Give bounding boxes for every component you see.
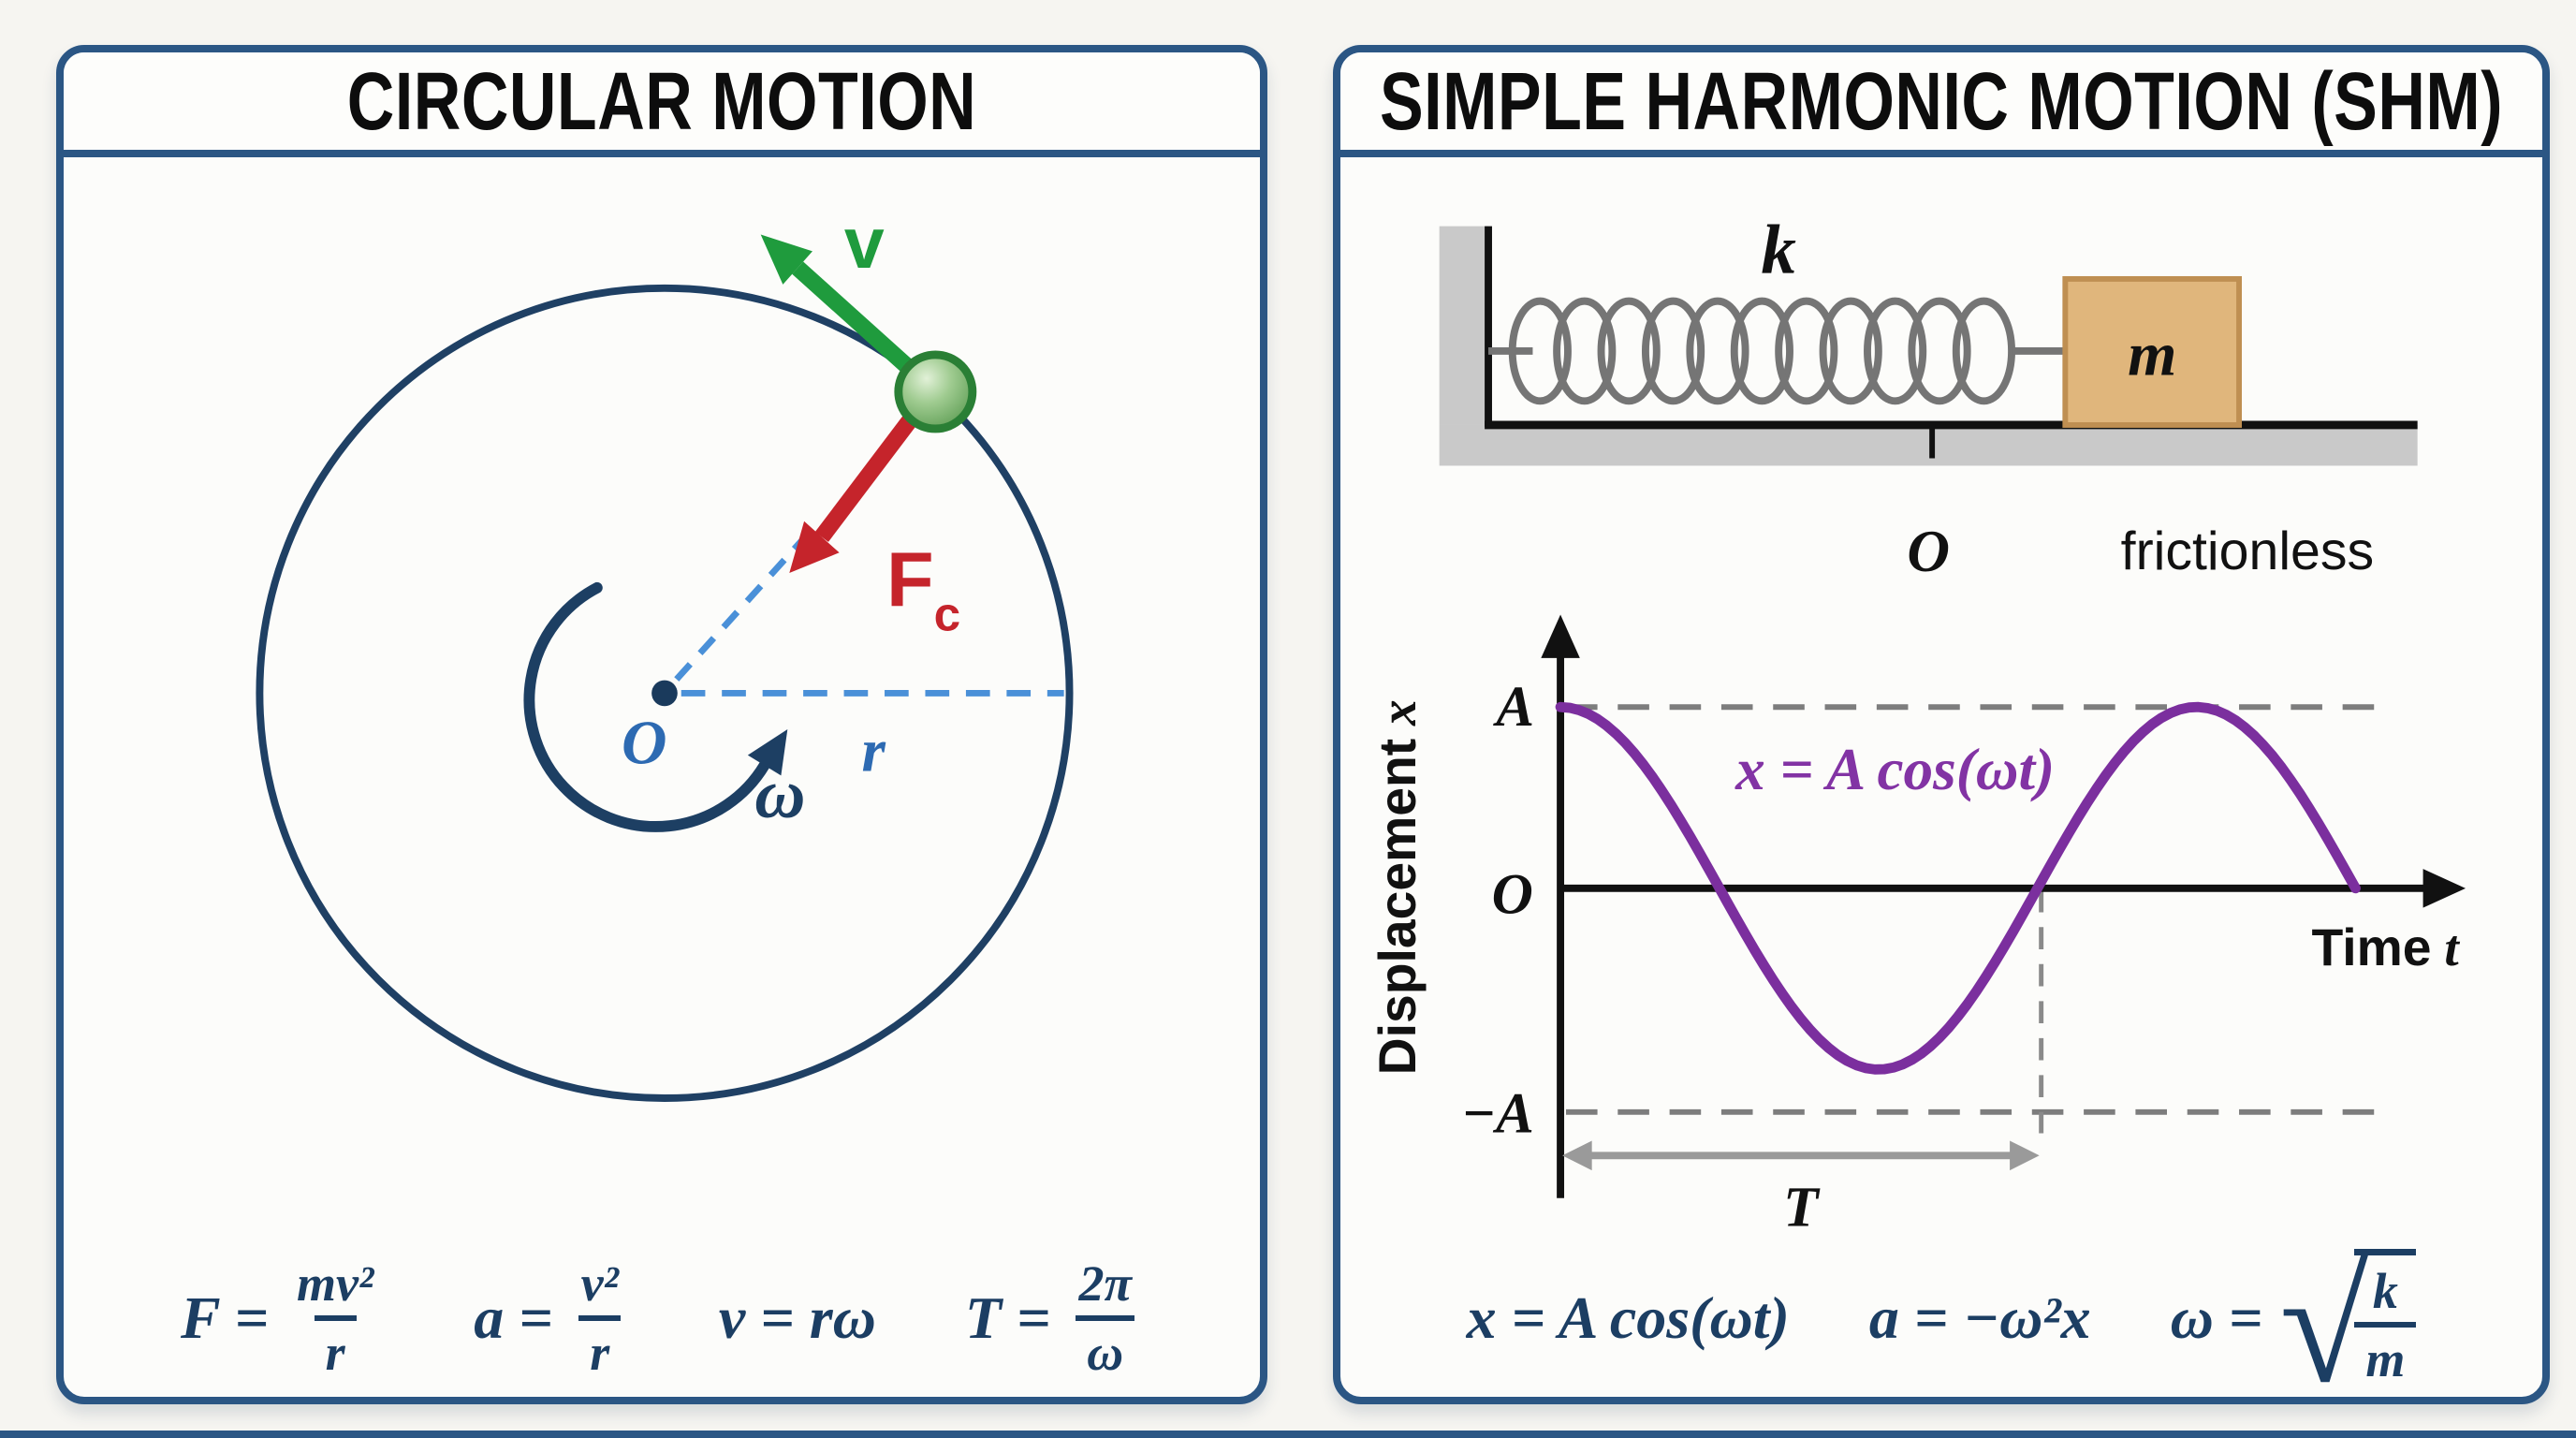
period-label: T — [1783, 1175, 1821, 1239]
velocity-label: v — [844, 203, 885, 284]
centripetal-force-arrow-shaft — [814, 414, 917, 542]
formula-omega-numerator: k — [2372, 1263, 2398, 1320]
shm-formulas: x = A cos(ωt) a = −ω²x ω = √ k m — [1340, 1234, 2542, 1408]
formula-omega-denominator: m — [2354, 1321, 2417, 1387]
formula-t-lhs: T = — [964, 1284, 1051, 1351]
centripetal-force-arrowhead-icon — [789, 521, 840, 574]
formula-a-fraction: v² r — [570, 1255, 630, 1382]
spring-loop — [1553, 297, 1617, 405]
circular-motion-panel: CIRCULAR MOTION v Fc ω — [56, 45, 1267, 1404]
shm-title: SIMPLE HARMONIC MOTION (SHM) — [1379, 55, 2504, 147]
shm-header: SIMPLE HARMONIC MOTION (SHM) — [1340, 52, 2542, 157]
formula-a-numerator: v² — [580, 1255, 619, 1312]
y-axis-label-text: Displacement — [1368, 739, 1427, 1076]
bottom-accent-strip — [0, 1431, 2576, 1438]
curve-equation-label: x = A cos(ωt) — [1734, 737, 2055, 802]
formula-f-numerator: mv² — [297, 1255, 374, 1312]
spring-loop — [1686, 297, 1749, 405]
center-dot — [651, 680, 678, 707]
mass-block — [2062, 275, 2242, 428]
formula-x-text: x = A cos(ωt) — [1466, 1284, 1790, 1351]
formula-omega-fraction: k m — [2354, 1249, 2417, 1387]
velocity-arrowhead-icon — [760, 234, 812, 285]
formula-v-text: v = rω — [718, 1284, 876, 1351]
force-label-main: F — [886, 536, 934, 624]
spring-loop — [1775, 297, 1838, 405]
formula-displacement: x = A cos(ωt) — [1467, 1284, 1790, 1353]
omega-label: ω — [754, 756, 805, 833]
formula-omega-sqrt: √ k m — [2279, 1244, 2417, 1408]
formula-period: T = 2π ω — [965, 1255, 1143, 1382]
spring-loop — [1864, 297, 1927, 405]
formula-a-lhs: a = — [474, 1284, 553, 1351]
x-axis-label-var: t — [2444, 919, 2460, 976]
graph-origin-label: O — [1492, 862, 1533, 926]
circular-motion-title: CIRCULAR MOTION — [346, 55, 977, 147]
amplitude-neg-label: −A — [1461, 1082, 1534, 1146]
period-arrow-left-icon — [1562, 1140, 1592, 1171]
x-axis-arrowhead-icon — [2422, 869, 2466, 908]
center-to-ball-dashed-line — [674, 525, 816, 682]
y-axis-label: Displacement x — [1368, 699, 1427, 1075]
formula-centripetal-acceleration: a = v² r — [474, 1255, 630, 1382]
orbit-circle — [256, 284, 1074, 1102]
formula-velocity: v = rω — [719, 1284, 876, 1353]
formula-acceleration: a = −ω²x — [1869, 1284, 2091, 1353]
floor-slab — [1439, 424, 2418, 466]
wall — [1439, 226, 1489, 425]
circular-motion-formulas: F = mv² r a = v² r v = rω T = 2π ω — [64, 1234, 1260, 1402]
formula-t-denominator: ω — [1076, 1315, 1135, 1381]
force-label: Fc — [886, 536, 960, 641]
shm-diagram: m k O frictionless A −A O T x = A cos(ωt… — [1368, 212, 2466, 1239]
frictionless-label: frictionless — [2121, 521, 2375, 581]
shm-cosine-curve — [1555, 701, 2361, 1075]
spring-coil — [1488, 297, 2066, 405]
omega-rotation-arc — [523, 581, 770, 832]
orbiting-ball — [894, 350, 977, 433]
formula-f-denominator: r — [314, 1315, 357, 1381]
shm-panel: SIMPLE HARMONIC MOTION (SHM) m k — [1333, 45, 2550, 1408]
y-axis-arrowhead-icon — [1541, 614, 1580, 658]
velocity-arrow-shaft — [792, 261, 914, 374]
formula-a-denominator: r — [578, 1315, 622, 1381]
circular-motion-header: CIRCULAR MOTION — [64, 52, 1260, 157]
spring-constant-label: k — [1761, 212, 1796, 289]
mass-label: m — [2128, 319, 2176, 389]
formula-f-fraction: mv² r — [285, 1255, 385, 1382]
amplitude-pos-label: A — [1492, 675, 1534, 739]
formula-f-lhs: F = — [181, 1284, 270, 1351]
spring-origin-label: O — [1907, 519, 1950, 584]
period-arrow-right-icon — [2010, 1140, 2040, 1171]
formula-angular-frequency: ω = √ k m — [2170, 1244, 2417, 1408]
omega-arc-arrowhead-icon — [747, 728, 788, 776]
radius-label: r — [861, 717, 886, 785]
center-origin-label: O — [622, 707, 667, 777]
spring-loop — [1597, 297, 1661, 405]
force-label-subscript: c — [934, 587, 961, 640]
formula-shm-a-text: a = −ω²x — [1868, 1284, 2091, 1351]
x-axis-label-text: Time — [2311, 918, 2431, 976]
spring-loop — [1908, 297, 1971, 405]
formula-centripetal-force: F = mv² r — [181, 1255, 385, 1382]
circular-motion-diagram: v Fc ω O r — [256, 203, 1074, 1102]
formula-t-fraction: 2π ω — [1067, 1255, 1142, 1382]
spring-loop — [1641, 297, 1705, 405]
spring-loop — [1819, 297, 1882, 405]
spring-loop — [1508, 297, 1572, 405]
spring-loop — [1730, 297, 1793, 405]
y-axis-label-var: x — [1369, 699, 1427, 726]
formula-t-numerator: 2π — [1078, 1255, 1132, 1312]
formula-omega-lhs: ω = — [2170, 1284, 2263, 1351]
